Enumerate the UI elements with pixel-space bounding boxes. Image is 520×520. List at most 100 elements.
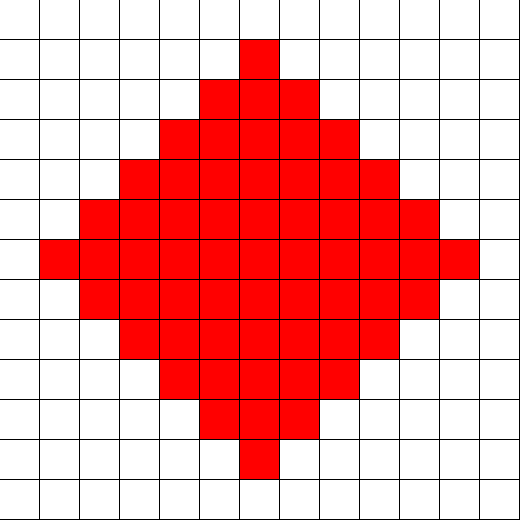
grid-cell-filled[interactable] [240, 320, 280, 360]
grid-cell-empty[interactable] [480, 240, 520, 280]
grid-cell-filled[interactable] [80, 200, 120, 240]
grid-cell-filled[interactable] [160, 280, 200, 320]
grid-cell-empty[interactable] [400, 160, 440, 200]
grid-cell-empty[interactable] [360, 80, 400, 120]
grid-cell-filled[interactable] [320, 240, 360, 280]
grid-cell-empty[interactable] [40, 320, 80, 360]
grid-cell-empty[interactable] [400, 480, 440, 520]
grid-cell-filled[interactable] [200, 320, 240, 360]
grid-cell-filled[interactable] [200, 400, 240, 440]
grid-cell-empty[interactable] [440, 120, 480, 160]
grid-cell-filled[interactable] [160, 240, 200, 280]
grid-cell-empty[interactable] [320, 40, 360, 80]
grid-cell-empty[interactable] [440, 360, 480, 400]
grid-cell-empty[interactable] [280, 440, 320, 480]
grid-cell-empty[interactable] [0, 160, 40, 200]
grid-cell-filled[interactable] [240, 360, 280, 400]
grid-cell-empty[interactable] [360, 440, 400, 480]
grid-cell-empty[interactable] [400, 0, 440, 40]
grid-cell-empty[interactable] [40, 360, 80, 400]
grid-cell-empty[interactable] [480, 120, 520, 160]
grid-cell-filled[interactable] [200, 80, 240, 120]
grid-cell-empty[interactable] [480, 480, 520, 520]
grid-cell-empty[interactable] [0, 80, 40, 120]
grid-cell-empty[interactable] [480, 280, 520, 320]
grid-cell-filled[interactable] [280, 360, 320, 400]
grid-cell-filled[interactable] [400, 280, 440, 320]
grid-cell-filled[interactable] [160, 160, 200, 200]
grid-cell-empty[interactable] [240, 0, 280, 40]
grid-cell-empty[interactable] [400, 360, 440, 400]
grid-cell-empty[interactable] [480, 160, 520, 200]
grid-cell-filled[interactable] [240, 120, 280, 160]
grid-cell-filled[interactable] [40, 240, 80, 280]
grid-cell-empty[interactable] [160, 40, 200, 80]
grid-cell-empty[interactable] [480, 320, 520, 360]
grid-cell-empty[interactable] [160, 480, 200, 520]
grid-cell-empty[interactable] [200, 440, 240, 480]
grid-cell-empty[interactable] [280, 0, 320, 40]
grid-cell-empty[interactable] [400, 440, 440, 480]
grid-cell-empty[interactable] [440, 160, 480, 200]
grid-cell-filled[interactable] [80, 280, 120, 320]
grid-cell-empty[interactable] [40, 0, 80, 40]
grid-cell-filled[interactable] [320, 120, 360, 160]
grid-cell-filled[interactable] [280, 320, 320, 360]
grid-cell-empty[interactable] [440, 0, 480, 40]
grid-cell-empty[interactable] [120, 40, 160, 80]
grid-cell-empty[interactable] [400, 80, 440, 120]
grid-cell-filled[interactable] [80, 240, 120, 280]
grid-cell-empty[interactable] [120, 80, 160, 120]
grid-cell-empty[interactable] [0, 320, 40, 360]
grid-cell-empty[interactable] [440, 480, 480, 520]
grid-cell-empty[interactable] [0, 440, 40, 480]
grid-cell-filled[interactable] [200, 160, 240, 200]
grid-cell-empty[interactable] [40, 80, 80, 120]
grid-cell-filled[interactable] [320, 280, 360, 320]
grid-cell-filled[interactable] [240, 280, 280, 320]
grid-cell-empty[interactable] [320, 440, 360, 480]
grid-cell-empty[interactable] [0, 280, 40, 320]
grid-cell-filled[interactable] [200, 240, 240, 280]
grid-cell-filled[interactable] [360, 200, 400, 240]
grid-cell-empty[interactable] [440, 200, 480, 240]
grid-cell-empty[interactable] [480, 80, 520, 120]
grid-cell-empty[interactable] [440, 320, 480, 360]
grid-cell-filled[interactable] [280, 240, 320, 280]
grid-cell-empty[interactable] [400, 400, 440, 440]
grid-cell-empty[interactable] [360, 0, 400, 40]
grid-cell-filled[interactable] [360, 320, 400, 360]
grid-cell-filled[interactable] [320, 360, 360, 400]
grid-cell-empty[interactable] [440, 40, 480, 80]
grid-cell-empty[interactable] [120, 480, 160, 520]
grid-cell-filled[interactable] [440, 240, 480, 280]
grid-cell-filled[interactable] [200, 360, 240, 400]
grid-cell-empty[interactable] [280, 480, 320, 520]
grid-cell-empty[interactable] [120, 360, 160, 400]
grid-cell-empty[interactable] [480, 40, 520, 80]
grid-cell-empty[interactable] [480, 200, 520, 240]
grid-cell-empty[interactable] [440, 400, 480, 440]
grid-cell-filled[interactable] [200, 200, 240, 240]
grid-cell-empty[interactable] [120, 120, 160, 160]
grid-cell-filled[interactable] [160, 360, 200, 400]
grid-cell-empty[interactable] [40, 400, 80, 440]
grid-cell-filled[interactable] [200, 120, 240, 160]
grid-cell-filled[interactable] [320, 200, 360, 240]
grid-cell-empty[interactable] [40, 120, 80, 160]
grid-cell-empty[interactable] [0, 360, 40, 400]
grid-cell-empty[interactable] [80, 0, 120, 40]
grid-cell-empty[interactable] [40, 160, 80, 200]
grid-cell-empty[interactable] [80, 320, 120, 360]
grid-cell-empty[interactable] [480, 440, 520, 480]
grid-cell-empty[interactable] [360, 120, 400, 160]
grid-cell-empty[interactable] [0, 40, 40, 80]
grid-cell-empty[interactable] [120, 400, 160, 440]
grid-cell-filled[interactable] [120, 200, 160, 240]
grid-cell-empty[interactable] [80, 120, 120, 160]
grid-cell-filled[interactable] [240, 200, 280, 240]
grid-cell-empty[interactable] [0, 120, 40, 160]
grid-cell-filled[interactable] [160, 120, 200, 160]
grid-cell-filled[interactable] [240, 80, 280, 120]
grid-cell-filled[interactable] [280, 200, 320, 240]
